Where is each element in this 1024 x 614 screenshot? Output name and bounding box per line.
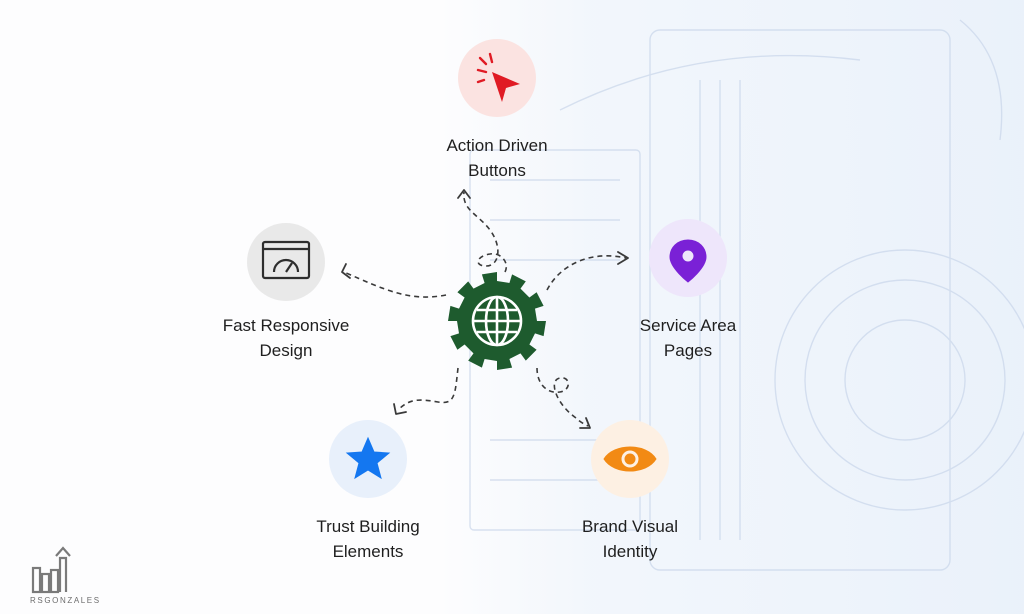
eye-icon: [603, 446, 657, 472]
map-pin-icon: [669, 239, 707, 283]
star-icon: [345, 436, 391, 480]
globe-icon: [471, 295, 523, 347]
connector-to-service: [546, 255, 627, 291]
speed-gauge-window-icon: [261, 240, 311, 280]
connector-to-fast: [343, 271, 447, 298]
connector-to-trust: [397, 367, 459, 411]
cursor-click-icon: [476, 52, 520, 102]
connectors: [343, 191, 627, 427]
arrowheads: [341, 189, 629, 429]
logo-text: RSGONZALES: [30, 596, 101, 605]
connector-to-brand: [536, 367, 589, 427]
background-sketch: [469, 19, 1024, 571]
center-gear: [448, 272, 546, 370]
bar-chart-arrow-logo-icon: [31, 546, 71, 594]
connector-to-action: [463, 191, 508, 273]
fast-circle: [247, 223, 325, 301]
